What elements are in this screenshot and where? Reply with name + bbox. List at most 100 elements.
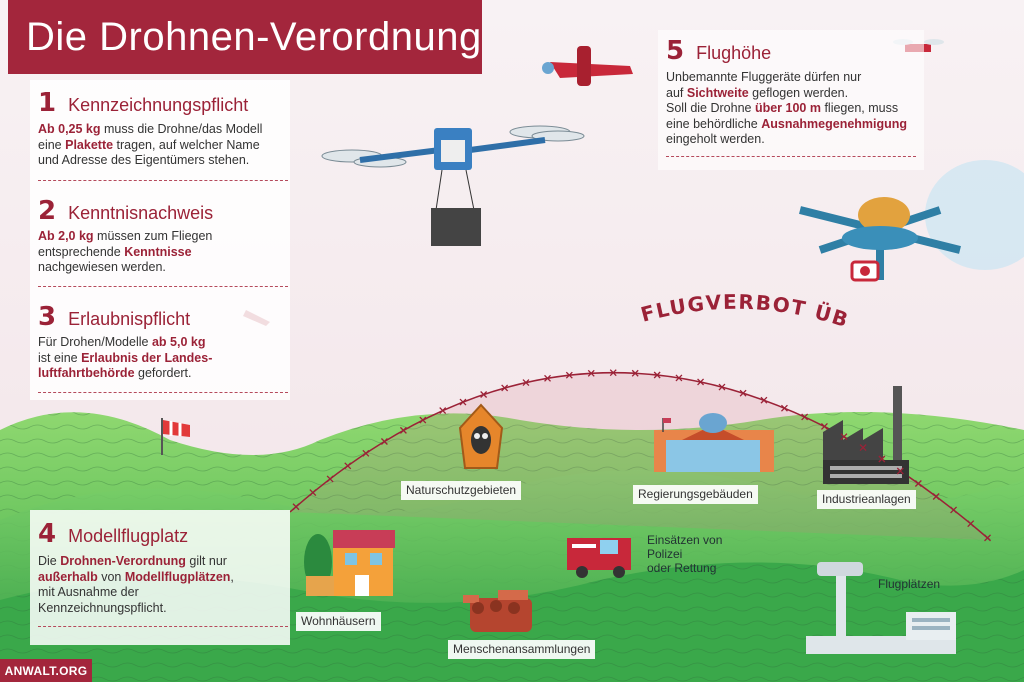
emphasis-text: Ab 0,25 kg — [38, 122, 101, 136]
body-line: Ab 2,0 kg müssen zum Fliegen — [38, 229, 288, 245]
section-title: Modellflugplatz — [68, 526, 189, 546]
body-text: tragen, auf welcher Name — [113, 137, 260, 152]
body-line: entsprechende Kenntnisse — [38, 245, 288, 261]
emphasis-text: Modellflugplätzen — [124, 569, 231, 584]
body-line: luftfahrtbehörde gefordert. — [38, 366, 288, 382]
body-text: nachgewiesen werden. — [38, 260, 166, 274]
barb-mark — [399, 426, 407, 434]
label-wohnhaeuser: Wohnhäusern — [296, 612, 381, 631]
section-title: Kennzeichnungspflicht — [68, 95, 249, 115]
body-text: geflogen werden. — [748, 85, 849, 100]
emphasis-text: über 100 m — [754, 101, 821, 115]
package-drone-icon — [321, 125, 585, 246]
airport-tower-icon — [806, 562, 956, 654]
barb-mark — [675, 374, 683, 382]
airplane-icon — [542, 46, 633, 86]
barb-mark — [292, 503, 300, 511]
section-number: 3 — [38, 302, 57, 332]
barb-mark — [522, 379, 530, 387]
body-line: Soll die Drohne über 100 m fliegen, muss — [666, 101, 916, 117]
section-title: Kenntnisnachweis — [68, 203, 214, 223]
title-bar: Die Drohnen-Verordnung — [8, 0, 482, 74]
body-line: Die Drohnen-Verordnung gilt nur — [38, 554, 288, 570]
right-panel-top — [658, 30, 924, 170]
divider — [38, 392, 288, 393]
barb-mark — [362, 449, 370, 457]
brand-logo: ANWALT.ORG — [0, 659, 92, 682]
body-text: eingeholt werden. — [666, 132, 765, 146]
body-line: Kennzeichnungspflicht. — [38, 601, 288, 617]
section-4-heading: 4 Modellflugplatz — [38, 521, 188, 547]
body-text: gilt nur — [185, 554, 227, 568]
barb-mark — [631, 369, 639, 377]
section-number: 2 — [38, 196, 57, 226]
label-einsatz: Einsätzen von Polizei oder Rettung — [647, 533, 722, 575]
emphasis-text: Kenntnisse — [124, 244, 192, 259]
body-line: ist eine Erlaubnis der Landes- — [38, 351, 288, 367]
body-text: Soll die Drohne — [666, 101, 755, 115]
barb-mark — [820, 422, 828, 430]
cloud — [925, 160, 1024, 270]
body-text: ist eine — [38, 350, 82, 365]
section-number: 5 — [666, 36, 685, 66]
barb-mark — [697, 378, 705, 386]
barb-mark — [760, 396, 768, 404]
barb-mark — [718, 383, 726, 391]
body-line: Ab 0,25 kg muss die Drohne/das Modell — [38, 122, 288, 138]
barb-mark — [419, 416, 427, 424]
house-icon — [304, 530, 395, 596]
section-number: 1 — [38, 88, 57, 118]
barb-mark — [653, 371, 661, 379]
left-panel-bottom — [30, 510, 290, 645]
barb-mark — [840, 433, 848, 441]
barb-mark — [309, 489, 317, 497]
body-line: und Adresse des Eigentümers stehen. — [38, 153, 288, 169]
emphasis-text: Erlaubnis der Landes- — [81, 350, 213, 365]
body-text: eine behördliche — [666, 116, 762, 131]
government-building-icon — [654, 413, 774, 472]
flugverbot-text: FLUGVERBOT ÜBER — [638, 282, 851, 332]
body-text: gefordert. — [134, 366, 192, 380]
emphasis-text: außerhalb — [38, 569, 98, 584]
label-regierung: Regierungsgebäuden — [633, 485, 758, 504]
body-text: Die — [38, 554, 61, 568]
label-industrie: Industrieanlagen — [817, 490, 916, 509]
barb-mark — [932, 493, 940, 500]
body-line: eingeholt werden. — [666, 132, 916, 148]
barb-mark — [480, 391, 488, 398]
body-line: nachgewiesen werden. — [38, 260, 288, 276]
emphasis-text: luftfahrtbehörde — [38, 366, 135, 380]
label-einsatz-line: oder Rettung — [647, 561, 717, 575]
barb-mark — [801, 413, 809, 421]
camera-drone-icon — [799, 197, 961, 282]
fire-truck-icon — [567, 538, 631, 578]
flugverbot-heading: FLUGVERBOT ÜBER — [638, 282, 852, 332]
emphasis-text: Plakette — [65, 137, 114, 152]
label-einsatz-line: Einsätzen von — [647, 533, 723, 547]
svg-text:FLUGVERBOT ÜBER: FLUGVERBOT ÜBER — [638, 282, 852, 332]
barb-mark — [984, 534, 991, 542]
barb-mark — [565, 371, 573, 379]
body-text: fliegen, muss — [820, 101, 899, 115]
barb-mark — [587, 369, 595, 377]
barb-mark — [859, 444, 867, 451]
emphasis-text: Drohnen-Verordnung — [60, 554, 186, 568]
section-5-body: Unbemannte Fluggeräte dürfen nur auf Sich… — [666, 70, 916, 148]
body-text: , — [230, 569, 234, 584]
body-line: Unbemannte Fluggeräte dürfen nur — [666, 70, 916, 86]
barb-mark — [344, 462, 352, 470]
barb-mark — [439, 407, 447, 415]
body-text: mit Ausnahme der — [38, 585, 139, 599]
page-title: Die Drohnen-Verordnung — [26, 14, 482, 59]
section-number: 4 — [38, 519, 57, 549]
divider — [38, 180, 288, 181]
divider — [38, 286, 288, 287]
body-line: auf Sichtweite geflogen werden. — [666, 86, 916, 102]
body-text: Unbemannte Fluggeräte dürfen nur — [666, 70, 862, 84]
body-line: eine behördliche Ausnahmegenehmigung — [666, 117, 916, 133]
label-einsatz-line: Polizei — [647, 547, 683, 561]
body-line: mit Ausnahme der — [38, 585, 288, 601]
barb-mark — [739, 389, 747, 397]
